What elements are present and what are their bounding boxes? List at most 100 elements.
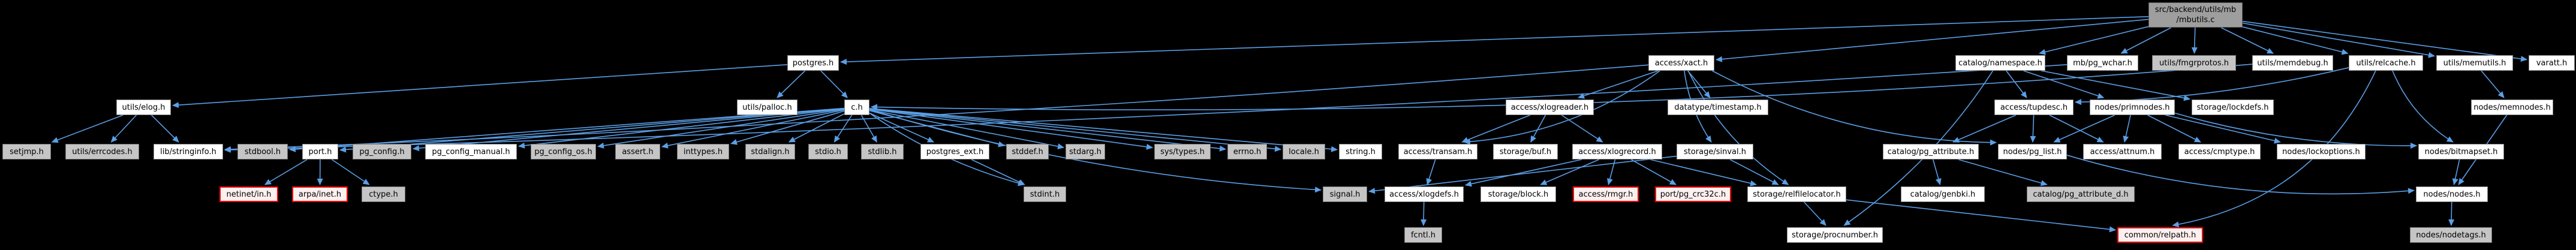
node-sinval-h[interactable]: storage/sinval.h xyxy=(1677,144,1753,159)
node-nodetags-h[interactable]: nodes/nodetags.h xyxy=(2410,227,2492,243)
edge-xlogrecord-h-to-block-h xyxy=(1540,159,1600,185)
edge-xlogrecord-h-to-relfilelocator-h xyxy=(1650,159,1757,186)
node-xact-h[interactable]: access/xact.h xyxy=(1648,55,1714,71)
node-stdint-h[interactable]: stdint.h xyxy=(1024,186,1066,202)
node-port-h[interactable]: port.h xyxy=(302,144,338,159)
node-stringinfo-h[interactable]: lib/stringinfo.h xyxy=(154,144,223,159)
node-block-h[interactable]: storage/block.h xyxy=(1480,186,1556,202)
edge-xlogrecord-h-to-pg-crc32c-h xyxy=(1630,159,1677,185)
node-memdebug-h[interactable]: utils/memdebug.h xyxy=(2252,55,2333,71)
edge-port-h-to-netinet-in-h xyxy=(264,159,308,185)
node-bitmapset-h[interactable]: nodes/bitmapset.h xyxy=(2418,144,2504,159)
node-errcodes-h[interactable]: utils/errcodes.h xyxy=(65,144,139,159)
node-lockoptions-h[interactable]: nodes/lockoptions.h xyxy=(2277,144,2366,159)
node-stdlib-h[interactable]: stdlib.h xyxy=(861,144,904,159)
edge-tupdesc-h-to-pg-attribute-h xyxy=(1952,115,2017,143)
edge-c-h-to-pg-config-os-h xyxy=(597,109,845,149)
node-postgres-ext-h[interactable]: postgres_ext.h xyxy=(920,144,989,159)
node-procnumber-h[interactable]: storage/procnumber.h xyxy=(1787,227,1883,243)
edge-mbutils-c-to-varatt-h xyxy=(2242,20,2527,62)
node-stddef-h[interactable]: stddef.h xyxy=(1006,144,1049,159)
node-stdalign-h[interactable]: stdalign.h xyxy=(745,144,795,159)
node-relcache-h[interactable]: utils/relcache.h xyxy=(2349,55,2423,71)
node-palloc-h[interactable]: utils/palloc.h xyxy=(737,100,798,115)
edge-c-h-to-postgres-ext-h xyxy=(869,112,935,143)
node-sys-types-h[interactable]: sys/types.h xyxy=(1154,144,1211,159)
node-pg-config-os-h[interactable]: pg_config_os.h xyxy=(531,144,596,159)
edge-xlogrecord-h-to-xlogdefs-h xyxy=(1465,159,1582,187)
node-transam-h[interactable]: access/transam.h xyxy=(1398,144,1477,159)
node-pg-crc32c-h[interactable]: port/pg_crc32c.h xyxy=(1655,186,1731,202)
node-buf-h[interactable]: storage/buf.h xyxy=(1493,144,1558,159)
node-inttypes-h[interactable]: inttypes.h xyxy=(677,144,729,159)
node-arpa-inet-h[interactable]: arpa/inet.h xyxy=(292,186,348,202)
node-rmgr-h[interactable]: access/rmgr.h xyxy=(1573,186,1639,202)
node-tupdesc-h[interactable]: access/tupdesc.h xyxy=(1994,100,2074,115)
node-attnum-h[interactable]: access/attnum.h xyxy=(2083,144,2162,159)
node-stdarg-h[interactable]: stdarg.h xyxy=(1066,144,1105,159)
node-pg-wchar-h[interactable]: mb/pg_wchar.h xyxy=(2067,55,2138,71)
node-netinet-in-h[interactable]: netinet/in.h xyxy=(219,186,278,202)
edge-primnodes-h-to-bitmapset-h xyxy=(2174,112,2417,149)
node-errno-h[interactable]: errno.h xyxy=(1227,144,1267,159)
edge-relcache-h-to-bitmapset-h xyxy=(2392,70,2454,143)
node-genbki-h[interactable]: catalog/genbki.h xyxy=(1901,186,1985,202)
node-elog-h[interactable]: utils/elog.h xyxy=(116,100,171,115)
node-postgres-h[interactable]: postgres.h xyxy=(787,55,839,71)
node-assert-h[interactable]: assert.h xyxy=(615,144,660,159)
edge-elog-h-to-stringinfo-h xyxy=(151,115,179,143)
node-cmptype-h[interactable]: access/cmptype.h xyxy=(2178,144,2261,159)
node-pg-config-manual-h[interactable]: pg_config_manual.h xyxy=(425,144,517,159)
node-xlogreader-h[interactable]: access/xlogreader.h xyxy=(1506,100,1594,115)
node-memnodes-h[interactable]: nodes/memnodes.h xyxy=(2471,100,2553,115)
edge-c-h-to-sys-types-h xyxy=(869,109,1153,150)
edge-c-h-to-locale-h xyxy=(869,108,1281,152)
node-pg-config-h[interactable]: pg_config.h xyxy=(353,144,411,159)
node-nodes-h[interactable]: nodes/nodes.h xyxy=(2416,186,2488,202)
node-relfilelocator-h[interactable]: storage/relfilelocator.h xyxy=(1747,186,1846,202)
edge-xact-h-to-relfilelocator-h xyxy=(1687,70,1789,185)
node-fcntl-h[interactable]: fcntl.h xyxy=(1404,227,1442,243)
node-xlogrecord-h[interactable]: access/xlogrecord.h xyxy=(1572,144,1662,159)
edge-c-h-to-stdarg-h xyxy=(869,109,1064,150)
edge-postgres-ext-h-to-stdint-h xyxy=(971,159,1025,185)
edge-xact-h-to-xlogreader-h xyxy=(1578,70,1659,99)
edge-transam-h-to-xlogdefs-h xyxy=(1426,159,1436,185)
node-ctype-h[interactable]: ctype.h xyxy=(362,186,405,202)
node-signal-h[interactable]: signal.h xyxy=(1323,186,1367,202)
node-pg-attribute-d-h[interactable]: catalog/pg_attribute_d.h xyxy=(2027,186,2135,202)
node-mbutils-c[interactable]: src/backend/utils/mb /mbutils.c xyxy=(2148,2,2243,28)
node-locale-h[interactable]: locale.h xyxy=(1283,144,1325,159)
edge-mbutils-c-to-pg-wchar-h xyxy=(2120,27,2172,54)
node-fmgrprotos-h[interactable]: utils/fmgrprotos.h xyxy=(2152,55,2236,71)
node-c-h[interactable]: c.h xyxy=(844,100,869,115)
edge-primnodes-h-to-lockoptions-h xyxy=(2165,115,2281,144)
node-lockdefs-h[interactable]: storage/lockdefs.h xyxy=(2192,100,2274,115)
edge-pg-wchar-h-to-stringinfo-h xyxy=(224,64,2068,153)
edge-tupdesc-h-to-attnum-h xyxy=(2049,115,2104,143)
node-relpath-h[interactable]: common/relpath.h xyxy=(2117,227,2203,243)
edge-sinval-h-to-signal-h xyxy=(1368,155,1677,194)
node-memutils-h[interactable]: utils/memutils.h xyxy=(2436,55,2513,71)
edge-c-h-to-stdbool-h xyxy=(289,107,845,152)
edge-xlogreader-h-to-transam-h xyxy=(1461,115,1530,143)
edge-c-h-to-stdalign-h xyxy=(788,113,845,143)
node-stdbool-h[interactable]: stdbool.h xyxy=(237,144,288,159)
node-varatt-h[interactable]: varatt.h xyxy=(2529,55,2575,71)
node-stdio-h[interactable]: stdio.h xyxy=(808,144,848,159)
node-primnodes-h[interactable]: nodes/primnodes.h xyxy=(2090,100,2175,115)
edge-memutils-h-to-memnodes-h xyxy=(2481,70,2505,98)
edge-postgres-h-to-palloc-h xyxy=(777,70,806,98)
edge-c-h-to-errno-h xyxy=(869,108,1226,152)
node-timestamp-h[interactable]: datatype/timestamp.h xyxy=(1668,100,1768,115)
node-string-h[interactable]: string.h xyxy=(1339,144,1382,159)
node-namespace-h[interactable]: catalog/namespace.h xyxy=(1955,55,2045,71)
node-pg-list-h[interactable]: nodes/pg_list.h xyxy=(1998,144,2067,159)
edge-c-h-to-stdlib-h xyxy=(860,115,877,143)
node-pg-attribute-h[interactable]: catalog/pg_attribute.h xyxy=(1883,144,1979,159)
node-setjmp-h[interactable]: setjmp.h xyxy=(2,144,51,159)
edge-mbutils-c-to-memutils-h xyxy=(2242,22,2435,58)
node-xlogdefs-h[interactable]: access/xlogdefs.h xyxy=(1385,186,1464,202)
edge-pg-list-h-to-nodes-h xyxy=(2066,155,2415,195)
